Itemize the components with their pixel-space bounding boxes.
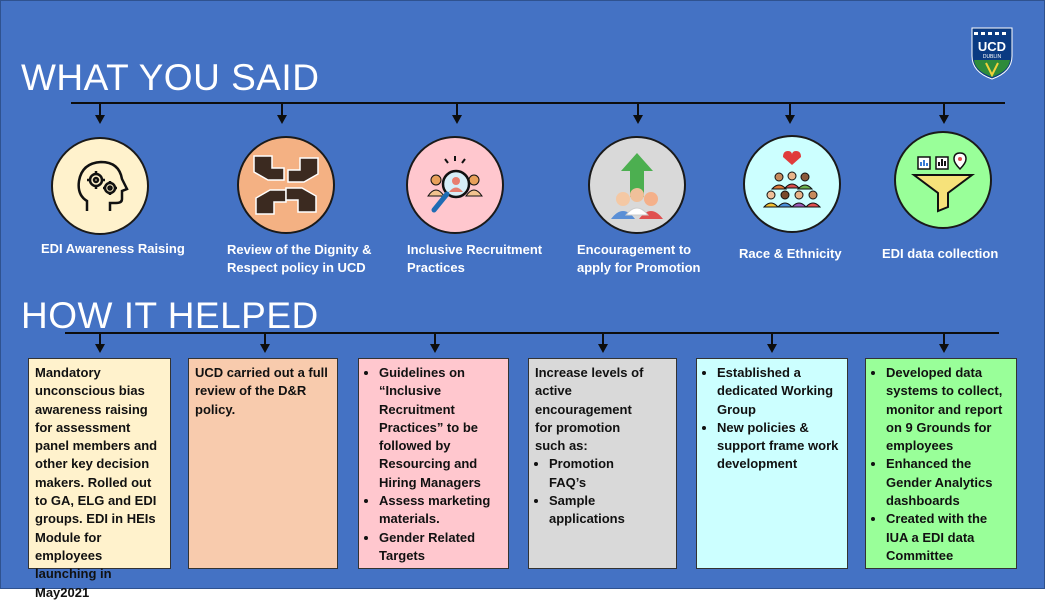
- label-edi-data: EDI data collection: [882, 246, 999, 261]
- box-text: UCD carried out a full review of the D&R…: [195, 365, 328, 417]
- promotion-circle: [588, 136, 686, 234]
- list-item: Established a dedicated Working Group: [717, 364, 841, 419]
- arrow-down-icon: [430, 344, 440, 353]
- bottom-timeline: [65, 332, 999, 334]
- label-promotion: Encouragement to apply for Promotion: [577, 242, 701, 275]
- arrow-down-icon: [939, 115, 949, 124]
- arrow-down-icon: [785, 115, 795, 124]
- list-item: Enhanced the Gender Analytics dashboards: [886, 455, 1010, 510]
- label-edi-awareness: EDI Awareness Raising: [41, 241, 185, 256]
- arrow-down-icon: [95, 115, 105, 124]
- box-edi-data: Developed data systems to collect, monit…: [865, 358, 1017, 569]
- arrow-down-icon: [598, 344, 608, 353]
- arrow-down-icon: [939, 344, 949, 353]
- inclusive-recruitment-circle: [406, 136, 504, 234]
- box-inclusive-recruitment: Guidelines on “Inclusive Recruitment Pra…: [358, 358, 509, 569]
- box-edi-awareness: Mandatory unconscious bias awareness rai…: [28, 358, 171, 600]
- slide: UCD DUBLIN WHAT YOU SAID HOW IT HELPED: [0, 0, 1045, 589]
- list-item: Created with the IUA a EDI data Committe…: [886, 510, 1010, 565]
- list-item: Promotion FAQ’s: [549, 455, 670, 492]
- list-item: Guidelines on “Inclusive Recruitment Pra…: [379, 364, 502, 492]
- data-funnel-icon: [911, 152, 975, 213]
- arrow-down-icon: [452, 115, 462, 124]
- ucd-logo: UCD DUBLIN: [971, 27, 1013, 80]
- arrow-down-icon: [260, 344, 270, 353]
- arrow-down-icon: [767, 344, 777, 353]
- arrow-down-icon: [277, 115, 287, 124]
- svg-text:DUBLIN: DUBLIN: [983, 54, 1002, 60]
- diverse-group-icon: [762, 151, 822, 208]
- edi-data-circle: [894, 131, 992, 229]
- box-intro: Increase levels of active encouragement …: [535, 365, 644, 454]
- list-item: Gender Related Targets: [379, 529, 502, 566]
- growth-arrow-people-icon: [611, 153, 663, 219]
- svg-text:UCD: UCD: [978, 39, 1006, 54]
- magnifier-person-icon: [427, 156, 483, 213]
- label-dignity-respect: Review of the Dignity & Respect policy i…: [227, 242, 372, 275]
- bullet-list: Promotion FAQ’s Sample applications: [535, 455, 670, 528]
- hands-joined-icon: [253, 155, 319, 215]
- head-gears-icon: [77, 160, 129, 211]
- bullet-list: Established a dedicated Working Group Ne…: [703, 364, 841, 474]
- bullet-list: Developed data systems to collect, monit…: [872, 364, 1010, 565]
- list-item: Sample applications: [549, 492, 670, 529]
- dignity-respect-circle: [237, 136, 335, 234]
- label-inclusive-recruitment: Inclusive Recruitment Practices: [407, 242, 543, 275]
- how-it-helped-heading: HOW IT HELPED: [21, 295, 319, 336]
- top-timeline: [71, 102, 1005, 104]
- race-ethnicity-circle: [743, 135, 841, 233]
- list-item: Assess marketing materials.: [379, 492, 502, 529]
- box-dignity-respect: UCD carried out a full review of the D&R…: [188, 358, 338, 569]
- arrow-down-icon: [633, 115, 643, 124]
- box-text: Mandatory unconscious bias awareness rai…: [35, 365, 158, 600]
- list-item: Developed data systems to collect, monit…: [886, 364, 1010, 455]
- edi-awareness-circle: [51, 137, 149, 235]
- label-race-ethnicity: Race & Ethnicity: [739, 246, 842, 261]
- bullet-list: Guidelines on “Inclusive Recruitment Pra…: [365, 364, 502, 565]
- what-you-said-heading: WHAT YOU SAID: [21, 57, 320, 98]
- box-race-ethnicity: Established a dedicated Working Group Ne…: [696, 358, 848, 569]
- arrow-down-icon: [95, 344, 105, 353]
- box-promotion: Increase levels of active encouragement …: [528, 358, 677, 569]
- list-item: New policies & support frame work develo…: [717, 419, 841, 474]
